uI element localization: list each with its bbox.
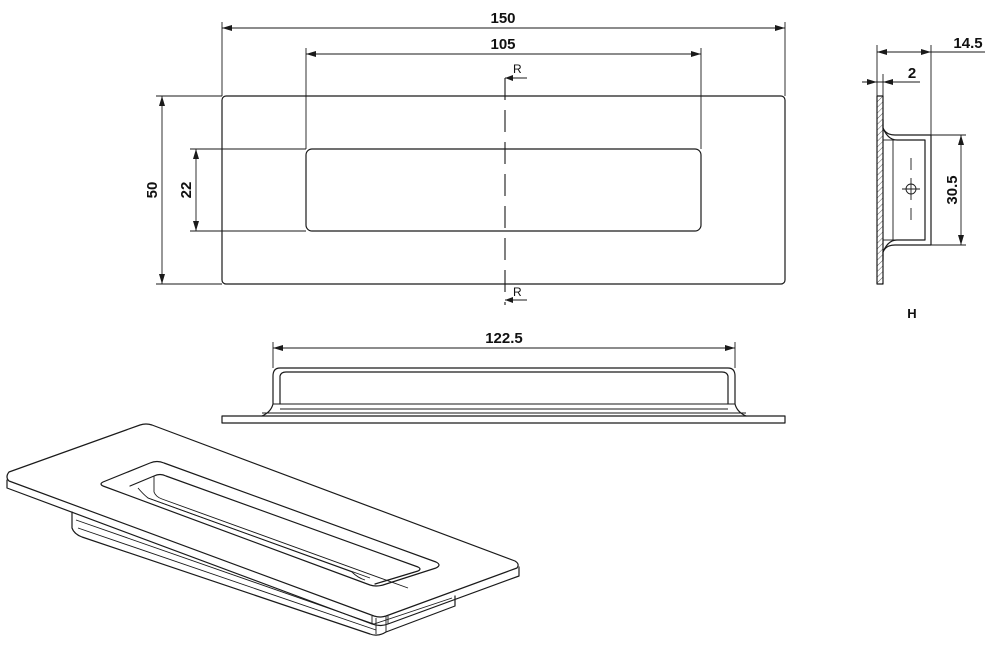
dimension-side-height: 30.5 bbox=[931, 134, 966, 246]
svg-text:150: 150 bbox=[490, 10, 515, 27]
iso-plate-top bbox=[6, 423, 519, 618]
iso-body bbox=[71, 511, 456, 636]
dimension-inner-length: 122.5 bbox=[272, 330, 736, 368]
side-view: 14.5 2 30.5 H bbox=[862, 35, 985, 321]
isometric-view bbox=[6, 423, 520, 636]
iso-slot-inner bbox=[129, 473, 421, 585]
bottom-view: 122.5 bbox=[221, 330, 786, 424]
section-mark-bottom: R bbox=[505, 285, 527, 303]
dimension-overall-length: 150 bbox=[221, 10, 786, 96]
bottom-body bbox=[261, 367, 747, 417]
side-view-label: H bbox=[907, 306, 916, 321]
outer-plate bbox=[221, 95, 786, 285]
side-plate-section bbox=[876, 95, 884, 285]
svg-text:105: 105 bbox=[490, 36, 515, 53]
iso-slot-outer bbox=[100, 460, 440, 587]
svg-text:22: 22 bbox=[178, 182, 195, 199]
front-view: R R 150 105 bbox=[144, 10, 786, 305]
bottom-plate bbox=[221, 415, 786, 424]
svg-text:R: R bbox=[513, 285, 522, 299]
svg-text:122.5: 122.5 bbox=[485, 330, 523, 347]
svg-text:30.5: 30.5 bbox=[944, 175, 961, 204]
side-body-profile bbox=[882, 119, 932, 261]
dimension-plate-thickness: 2 bbox=[862, 65, 920, 96]
svg-text:2: 2 bbox=[908, 65, 916, 82]
section-mark-top: R bbox=[505, 62, 527, 81]
slot-opening bbox=[305, 148, 702, 232]
svg-text:R: R bbox=[513, 62, 522, 76]
dimension-overall-height: 50 bbox=[144, 95, 222, 285]
dimension-depth: 14.5 bbox=[876, 35, 985, 135]
dimension-slot-height: 22 bbox=[178, 148, 306, 232]
svg-text:50: 50 bbox=[144, 182, 161, 199]
svg-text:14.5: 14.5 bbox=[953, 35, 982, 52]
dimension-slot-length: 105 bbox=[305, 36, 702, 149]
